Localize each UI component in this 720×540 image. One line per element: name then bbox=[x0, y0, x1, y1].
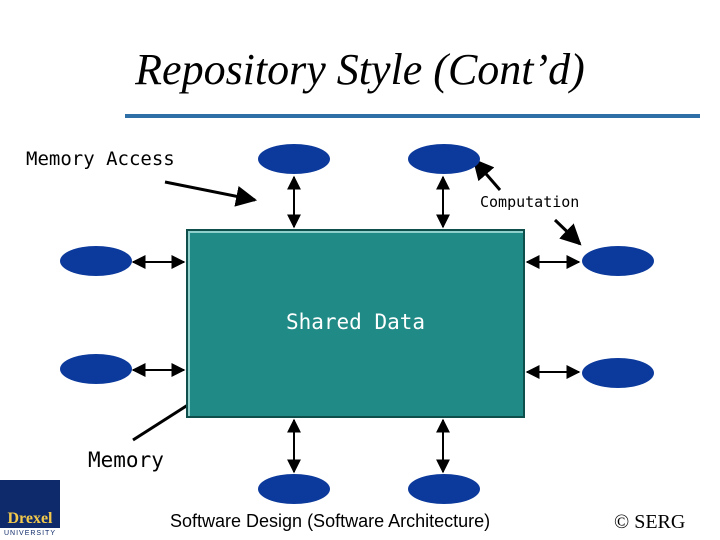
computation-node-left-lower bbox=[60, 354, 132, 384]
computation-node-bottom-right bbox=[408, 474, 480, 504]
computation-pointer-down bbox=[553, 218, 582, 246]
computation-node-bottom-left bbox=[258, 474, 330, 504]
footer-course-title: Software Design (Software Architecture) bbox=[170, 511, 491, 531]
computation-node-left-upper bbox=[60, 246, 132, 276]
memory-access-pointer bbox=[164, 180, 258, 207]
drexel-logo: Drexel UNIVERSITY bbox=[0, 480, 60, 540]
computation-node-right-lower bbox=[582, 358, 654, 388]
drexel-logo-emblem bbox=[0, 480, 60, 528]
footer-copyright: © SERG bbox=[614, 511, 686, 533]
memory-access-label: Memory Access bbox=[26, 148, 175, 170]
computation-node-top-right bbox=[408, 144, 480, 174]
shared-data-label: Shared Data bbox=[285, 310, 426, 334]
slide-title: Repository Style (Cont’d) bbox=[135, 45, 585, 94]
drexel-logo-word: Drexel bbox=[7, 510, 53, 527]
computation-label: Computation bbox=[480, 193, 580, 211]
memory-label: Memory bbox=[88, 448, 164, 472]
drexel-logo-sub: UNIVERSITY bbox=[3, 530, 56, 537]
shared-data-block bbox=[186, 229, 525, 418]
computation-node-right-upper bbox=[582, 246, 654, 276]
title-rule bbox=[125, 114, 700, 118]
computation-node-top-left bbox=[258, 144, 330, 174]
computation-pointer-up bbox=[472, 158, 502, 191]
